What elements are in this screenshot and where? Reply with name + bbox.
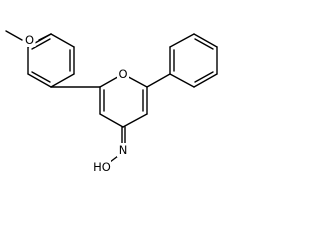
oxime-double-bond <box>121 126 126 146</box>
hydroxyl-group: HO <box>93 160 111 174</box>
ring-oxygen-label: O <box>118 67 127 81</box>
hydroxyl-label: HO <box>93 160 111 174</box>
ring-oxygen-atom: O <box>117 67 129 81</box>
methyl-bond <box>5 30 23 41</box>
oxime-nitrogen-label: N <box>119 143 128 157</box>
phenyl-ring <box>169 33 218 88</box>
aryl-pyran-bond-right <box>146 73 171 88</box>
pyran-ring <box>99 73 148 128</box>
methoxy-oxygen-atom: O <box>23 33 36 47</box>
chemical-structure-diagram: O O N HO <box>5 30 218 174</box>
oxime-n-o-bond <box>109 155 119 163</box>
methoxy-oxygen-label: O <box>25 33 34 47</box>
oxime-nitrogen-atom: N <box>117 143 129 157</box>
